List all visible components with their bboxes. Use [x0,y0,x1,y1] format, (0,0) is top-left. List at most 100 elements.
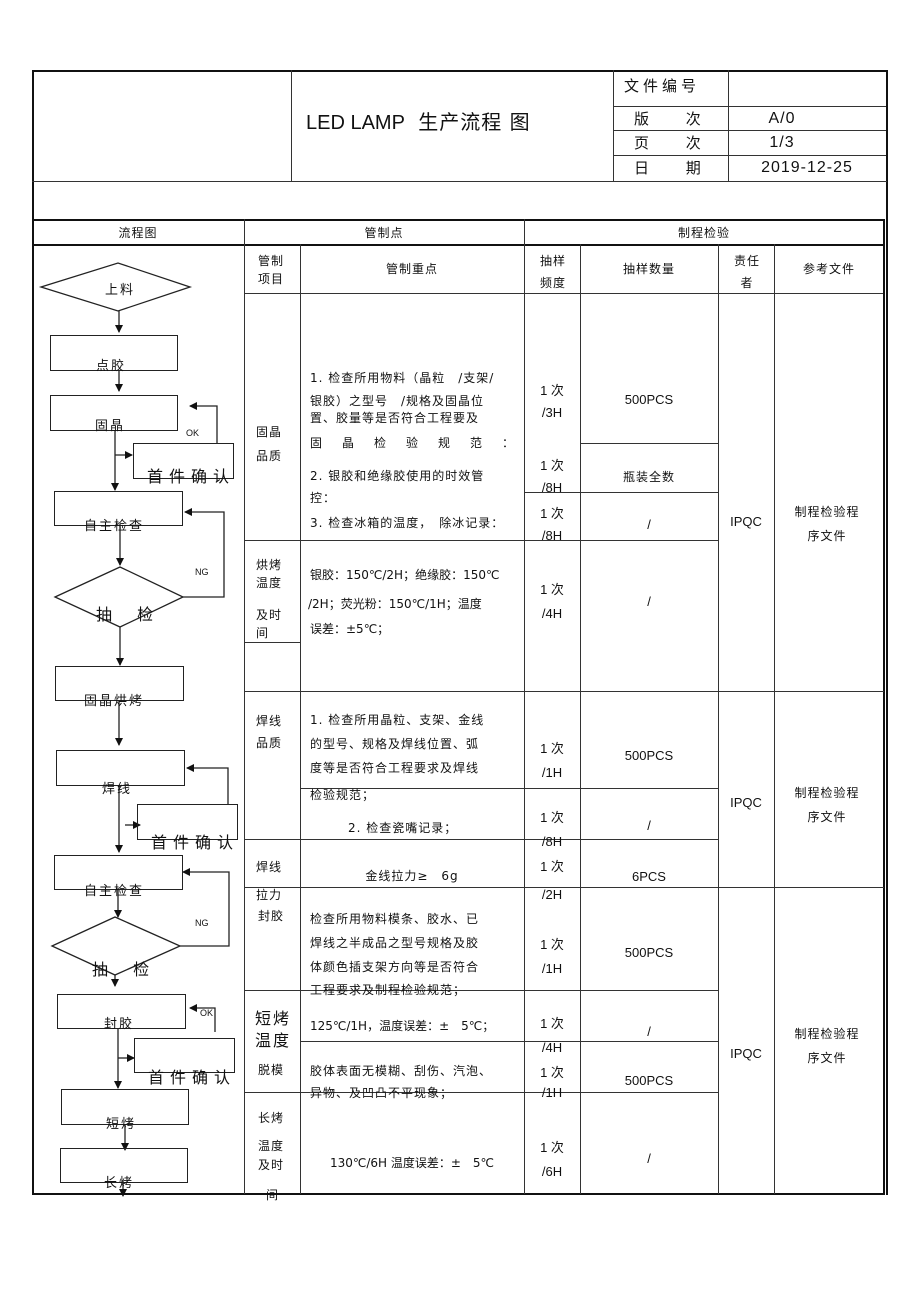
header-divider-1 [291,70,292,182]
header-control-item: 管制项目 [257,254,284,286]
point-text: 工程要求及制程检验规范； [310,983,467,997]
process-box [133,443,234,479]
col-divider-qty [718,244,719,1194]
group-divider [244,691,884,692]
item-wire-quality: 焊线品质 [256,714,283,750]
decision-diamond [53,566,185,628]
process-box [57,994,186,1029]
point-text: 焊线之半成品之型号规格及胶 [310,936,480,950]
point-text: 2. 银胶和绝缘胶使用的时效管 [310,469,485,483]
header-top-border [32,70,887,72]
qty-value: 瓶装全数 [622,470,675,484]
header-sampling-qty: 抽样数量 [622,262,675,276]
row-line [244,540,718,541]
node-encapsulate: 封胶 [104,1017,135,1032]
col-divider-freq [580,244,581,1194]
process-box [134,1038,235,1073]
row-line [244,990,718,991]
item-short-bake: 短烤温度 [255,1009,292,1050]
table-bottom-border [32,1193,884,1195]
header-divider-3 [728,70,729,182]
title-latin: LED LAMP [306,112,405,134]
decision-diamond [38,262,193,312]
freq-value: 1 次 /4H [540,582,564,621]
qty-value: / [647,594,651,609]
page-right-border [886,70,888,1195]
item-bake-time: 及时间 [256,608,283,640]
row-line [300,1041,718,1042]
process-box [50,335,178,371]
ng-label: NG [195,567,209,577]
header-responsible: 责任者 [733,254,760,290]
point-text: 的型号、规格及焊线位置、弧 [310,737,480,751]
table-top-border [32,219,884,221]
col-divider-item [300,244,301,1194]
item-long-bake: 及时 [258,1158,285,1172]
process-box [137,804,238,840]
freq-value: 1 次 /8H [540,810,564,849]
col-divider-flow [244,219,245,1194]
point-text: 2. 检查瓷嘴记录； [348,821,458,835]
responsible-value: IPQC [730,514,762,529]
doc-number-label: 文件编号 [624,77,701,95]
qty-value: 500PCS [624,945,674,960]
item-demold: 脱模 [258,1063,285,1077]
item-die-quality: 固晶品质 [256,425,283,463]
version-label: 版 次 [634,110,717,128]
header-flowchart: 流程图 [118,226,158,240]
point-text: 胶体表面无模糊、刮伤、汽泡、 [310,1064,493,1078]
process-box [55,666,184,701]
qty-value: 500PCS [624,1073,674,1088]
qty-value: 500PCS [624,748,674,763]
header-control-key: 管制重点 [385,262,438,276]
header-reference: 参考文件 [802,262,855,276]
reference-value: 制程检验程序文件 [794,786,860,824]
point-text: 金线拉力≥ 6g [365,869,459,883]
header-row-line [613,155,886,156]
row-line [244,1092,718,1093]
point-text: 银胶：150℃/2H；绝缘胶：150℃ [310,568,500,582]
node-die-bake: 固晶烘烤 [84,694,145,709]
qty-value: / [647,818,651,833]
freq-value: 1 次 /8H [540,506,564,543]
col-divider-points [524,219,525,1194]
process-box [54,491,183,526]
table-header-line [32,244,884,246]
freq-value: 1 次 /6H [540,1140,564,1179]
header-process-inspection: 制程检验 [677,226,730,240]
page-value: 1/3 [769,134,795,151]
point-text: 3. 检查冰箱的温度， 除冰记录： [310,516,505,530]
table-right-border [883,219,885,1195]
decision-diamond [50,916,182,976]
row-line [580,443,718,444]
point-text: 检查所用物料模条、胶水、已 [310,912,480,926]
qty-value: / [647,1151,651,1166]
node-short-bake: 短烤 [106,1117,137,1132]
node-self-check-1: 自主检查 [84,519,145,534]
header-divider-2 [613,70,614,182]
point-text: 误差：±5℃； [310,622,390,636]
header-row-line [613,130,886,131]
row-line [300,788,718,789]
subheader-bottom-line [244,293,884,294]
freq-value: 1 次 /8H [540,458,564,495]
point-text: 1. 检查所用晶粒、支架、金线 [310,713,485,727]
qty-value: / [647,517,651,532]
freq-value: 1 次 /1H [540,741,564,780]
node-self-check-2: 自主检查 [84,884,145,899]
date-value: 2019-12-25 [761,159,853,176]
title-chinese: 生产流程 图 [418,110,531,134]
point-text: 控： [310,491,337,505]
qty-value: 6PCS [632,869,666,884]
item-long-bake: 长烤 [258,1111,285,1125]
point-text: 置、胶量等是否符合工程要及 [310,411,480,425]
header-control-point: 管制点 [364,226,404,240]
node-sample-1: 抽 检 [96,605,164,624]
col-divider-resp [774,244,775,1194]
date-label: 日 期 [634,159,717,177]
node-wire-bond: 焊线 [102,782,133,797]
node-sample-2: 抽 检 [92,960,160,979]
process-box [56,750,185,786]
document-title: LED LAMP 生产流程 图 [306,112,531,134]
